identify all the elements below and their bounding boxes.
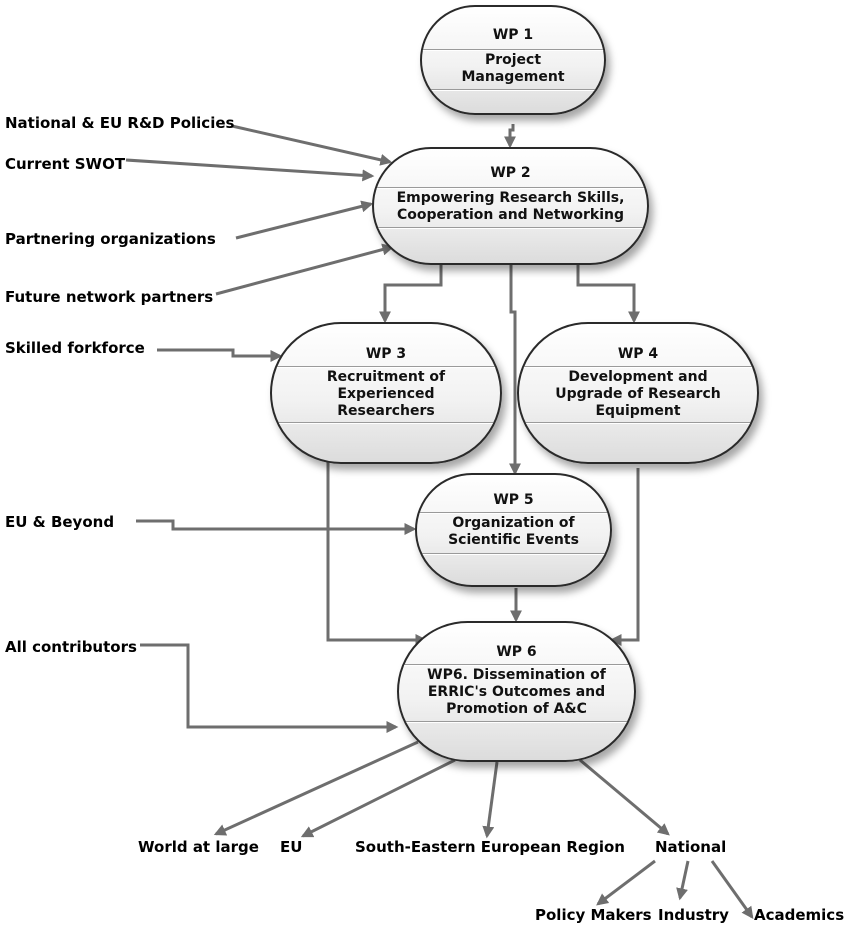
wp6-id: WP 6 bbox=[496, 644, 537, 660]
wp3-node: WP 3 Recruitment of Experienced Research… bbox=[270, 322, 502, 464]
wp4-title-line: Upgrade of Research bbox=[555, 386, 721, 402]
arrow-future-to-wp2 bbox=[215, 243, 395, 296]
arrow-contributors-to-wp6 bbox=[140, 643, 399, 733]
wp2-divider bbox=[374, 227, 647, 229]
wp6-title-line: Promotion of A&C bbox=[446, 701, 587, 717]
wp4-node: WP 4 Development and Upgrade of Research… bbox=[517, 322, 759, 464]
wp6-divider bbox=[399, 721, 634, 723]
wp3-title-line: Experienced bbox=[337, 386, 435, 402]
wp6-title: WP6. Dissemination of ERRIC's Outcomes a… bbox=[405, 667, 628, 718]
wp1-title-line: Project bbox=[484, 52, 542, 68]
arrow-wp1-to-wp2 bbox=[504, 124, 516, 149]
output-see-label: South-Eastern European Region bbox=[355, 838, 625, 856]
arrow-national-to-academics bbox=[710, 860, 754, 919]
wp5-title: Organization of Scientific Events bbox=[423, 515, 604, 549]
wp4-title-line: Equipment bbox=[595, 403, 681, 419]
wp6-node: WP 6 WP6. Dissemination of ERRIC's Outco… bbox=[397, 621, 636, 762]
wp3-divider bbox=[272, 422, 500, 424]
wp5-title-line: Organization of bbox=[452, 515, 575, 531]
wp4-divider bbox=[519, 422, 757, 424]
arrow-wp6-to-eu bbox=[300, 758, 456, 838]
wp1-title-line: Management bbox=[461, 69, 565, 85]
wp2-node: WP 2 Empowering Research Skills, Coopera… bbox=[372, 147, 649, 265]
arrow-workforce-to-wp3 bbox=[157, 348, 283, 362]
arrow-partnering-to-wp2 bbox=[235, 200, 374, 240]
arrow-wp2-to-wp3 bbox=[379, 265, 443, 324]
wp6-title-line: ERRIC's Outcomes and bbox=[427, 684, 606, 700]
arrow-swot-to-wp2 bbox=[125, 158, 375, 182]
input-eu-beyond-label: EU & Beyond bbox=[5, 513, 115, 531]
wp6-divider bbox=[399, 664, 634, 666]
input-contributors-label: All contributors bbox=[5, 638, 137, 656]
arrow-national-to-policy-makers bbox=[596, 859, 656, 906]
wp2-title-line: Cooperation and Networking bbox=[396, 207, 625, 223]
output-world-label: World at large bbox=[138, 838, 259, 856]
arrow-wp4-to-wp6 bbox=[609, 468, 640, 646]
wp5-divider bbox=[417, 553, 610, 555]
arrow-wp3-to-wp6 bbox=[326, 457, 428, 646]
input-future-label: Future network partners bbox=[5, 288, 214, 306]
arrow-policies-to-wp2 bbox=[231, 124, 393, 166]
wp2-title-line: Empowering Research Skills, bbox=[396, 190, 625, 206]
wp2-title: Empowering Research Skills, Cooperation … bbox=[380, 190, 641, 224]
arrow-wp6-to-national bbox=[579, 758, 670, 836]
input-workforce-label: Skilled forkforce bbox=[5, 339, 145, 357]
output-industry-label: Industry bbox=[658, 906, 729, 924]
wp5-title-line: Scientific Events bbox=[448, 532, 579, 548]
wp1-node: WP 1 Project Management bbox=[420, 5, 606, 115]
output-national-label: National bbox=[655, 838, 727, 856]
wp4-title-line: Development and bbox=[568, 369, 708, 385]
wp6-title-line: WP6. Dissemination of bbox=[427, 667, 606, 683]
arrow-eu-beyond-to-wp5 bbox=[136, 519, 417, 535]
arrow-wp2-to-wp4 bbox=[576, 265, 640, 324]
wp3-divider bbox=[272, 366, 500, 368]
wp3-id: WP 3 bbox=[365, 346, 407, 362]
wp5-id: WP 5 bbox=[493, 492, 534, 508]
wp3-title-line: Researchers bbox=[337, 403, 435, 419]
wp3-title-line: Recruitment of bbox=[326, 369, 446, 385]
wp1-divider bbox=[422, 49, 604, 51]
wp5-divider bbox=[417, 512, 610, 514]
output-academics-label: Academics bbox=[754, 906, 845, 924]
wp1-title: Project Management bbox=[428, 52, 598, 86]
wp1-divider bbox=[422, 89, 604, 91]
wp2-id: WP 2 bbox=[490, 165, 531, 181]
input-policies-label: National & EU R&D Policies bbox=[5, 114, 235, 132]
wp5-node: WP 5 Organization of Scientific Events bbox=[415, 473, 612, 587]
input-swot-label: Current SWOT bbox=[5, 155, 126, 173]
arrow-wp6-to-see bbox=[482, 761, 499, 839]
wp4-title: Development and Upgrade of Research Equi… bbox=[525, 369, 751, 420]
wp3-title: Recruitment of Experienced Researchers bbox=[278, 369, 494, 420]
arrow-wp2-to-wp5 bbox=[509, 265, 521, 476]
output-policy-makers-label: Policy Makers bbox=[535, 906, 652, 924]
arrow-wp6-to-world bbox=[213, 740, 419, 836]
wp1-id: WP 1 bbox=[492, 27, 534, 43]
arrow-national-to-industry bbox=[676, 860, 690, 901]
wp4-id: WP 4 bbox=[617, 346, 659, 362]
output-eu-label: EU bbox=[280, 838, 303, 856]
wp4-divider bbox=[519, 366, 757, 368]
wp2-divider bbox=[374, 187, 647, 189]
input-partnering-label: Partnering organizations bbox=[5, 230, 216, 248]
